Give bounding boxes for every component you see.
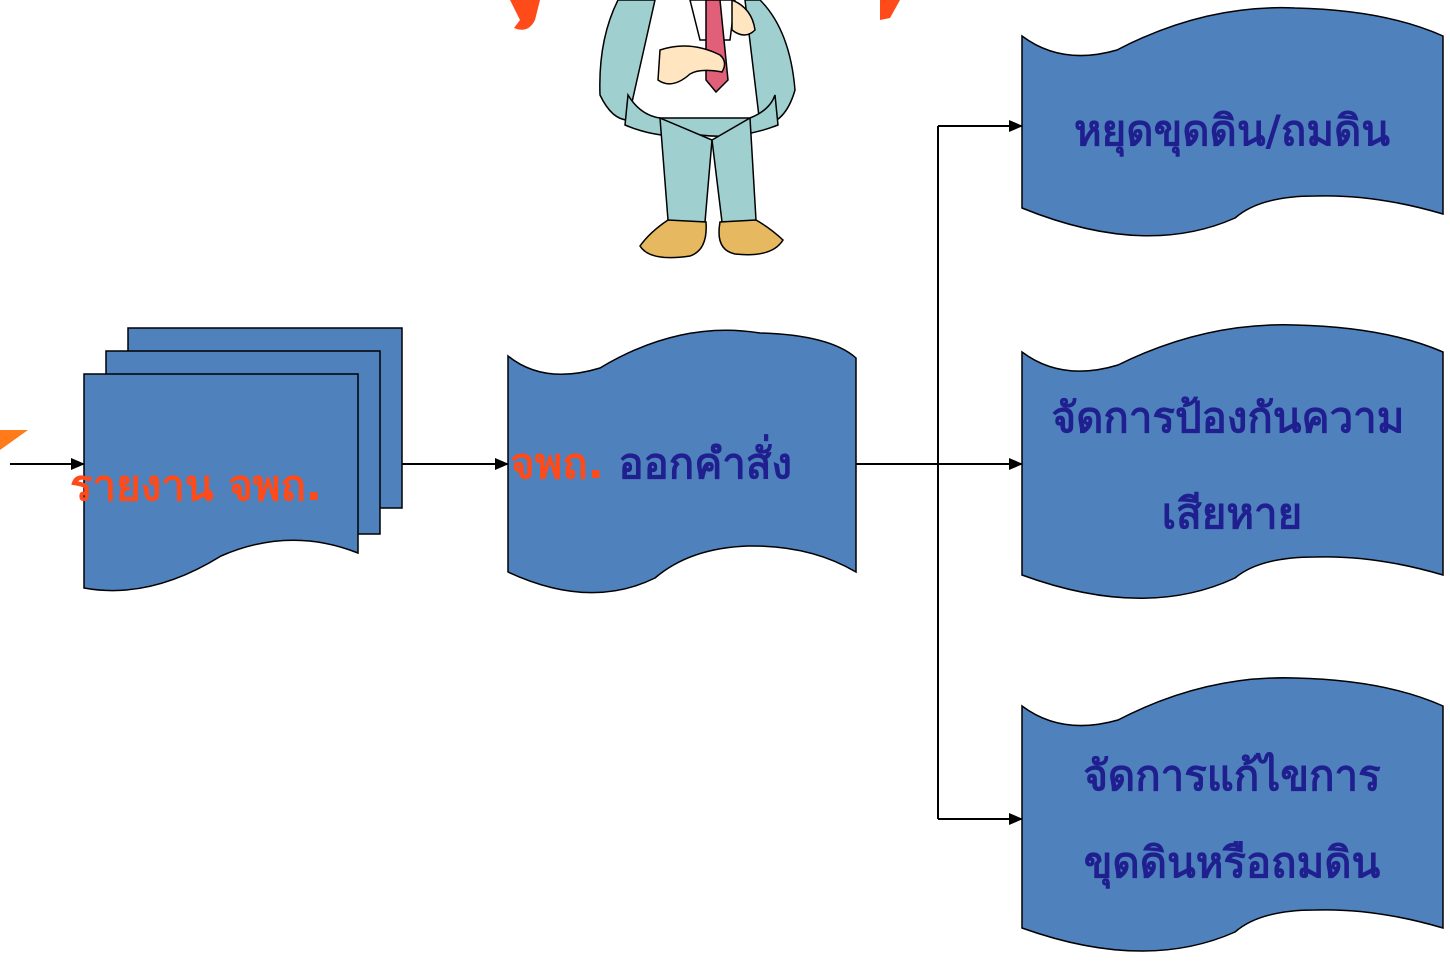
- outcome-tape-shape-3: [1021, 677, 1444, 952]
- order-label-part1: จพถ.: [510, 439, 604, 488]
- outcome-tape-shape-1: [1021, 6, 1444, 237]
- outcome-1-label: หยุดขุดดิน/ถมดิน: [1074, 106, 1390, 157]
- report-label: รายงาน จพถ.: [70, 461, 322, 510]
- order-label: จพถ. ออกคำสั่ง: [510, 434, 792, 488]
- outcome-2-label-line2: เสียหาย: [1162, 489, 1302, 538]
- businessman-icon: [599, 0, 796, 259]
- report-multidocument: [83, 327, 403, 592]
- orange-pointer-fragment: [0, 430, 28, 450]
- outcome-tape-shape-2: [1021, 324, 1444, 600]
- connector-arrows: [10, 120, 1023, 825]
- title-fragment: [510, 0, 900, 30]
- outcome-2-label-line1: จัดการป้องกันความ: [1052, 393, 1405, 442]
- outcome-3-label-line2: ขุดดินหรือถมดิน: [1084, 838, 1381, 889]
- order-label-part2: ออกคำสั่ง: [618, 434, 792, 488]
- outcome-3-label-line1: จัดการแก้ไขการ: [1083, 751, 1381, 800]
